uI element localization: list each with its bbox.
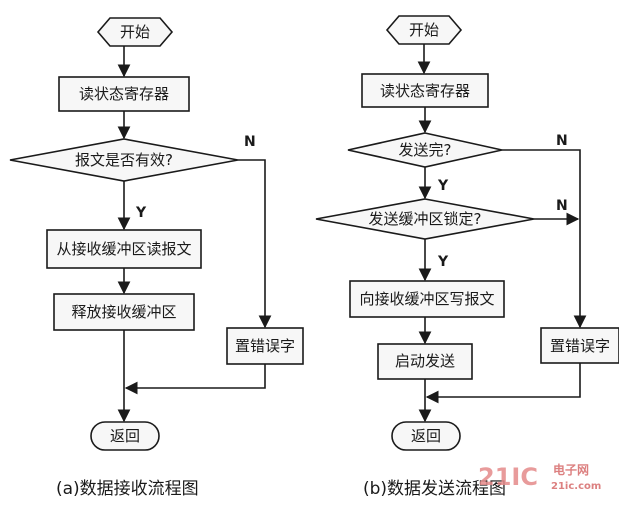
receive-decision-valid: 报文是否有效?	[9, 138, 239, 182]
send-start-send-box: 启动发送	[377, 343, 473, 380]
receive-release-buffer-box: 释放接收缓冲区	[53, 293, 195, 331]
receive-set-error-box: 置错误字	[226, 327, 304, 365]
send-decision-done: 发送完?	[347, 132, 503, 168]
receive-start-label: 开始	[120, 23, 150, 41]
arrow-send-done-no	[502, 149, 587, 329]
send-decision-locked: 发送缓冲区锁定?	[315, 198, 535, 240]
receive-flowchart: 开始 读状态寄存器 报文是否有效? N Y 从接收缓冲区读报文 释放接收缓冲区	[9, 17, 304, 451]
watermark-logo-cn: 电子网	[553, 462, 589, 477]
receive-release-buffer-label: 释放接收缓冲区	[71, 303, 176, 321]
send-start-send-label: 启动发送	[395, 352, 455, 370]
send-branch-yes-2-label: Y	[437, 254, 449, 270]
watermark-logo-url: 21ic.com	[551, 481, 601, 492]
watermark-logo-number: 21IC	[478, 463, 538, 491]
receive-return-label: 返回	[110, 427, 140, 445]
arrow-error-to-merge	[124, 364, 266, 395]
send-flowchart: 开始 读状态寄存器 发送完? N Y 发送缓冲区锁定? N Y	[315, 15, 619, 451]
arrow-decision-no	[238, 159, 272, 329]
send-return-label: 返回	[411, 427, 441, 445]
send-decision-locked-label: 发送缓冲区锁定?	[369, 210, 482, 228]
receive-decision-valid-label: 报文是否有效?	[75, 151, 173, 169]
send-start-node: 开始	[385, 15, 463, 45]
send-write-buffer-label: 向接收缓冲区写报文	[359, 290, 494, 308]
send-write-buffer-box: 向接收缓冲区写报文	[349, 280, 505, 318]
receive-read-status-box: 读状态寄存器	[58, 76, 190, 112]
receive-set-error-label: 置错误字	[235, 337, 295, 355]
send-set-error-label: 置错误字	[550, 337, 610, 355]
send-read-status-label: 读状态寄存器	[380, 82, 470, 100]
receive-branch-no-label: N	[244, 134, 256, 150]
receive-branch-yes-label: Y	[135, 205, 147, 221]
receive-start-node: 开始	[96, 17, 174, 47]
send-caption: (b)数据发送流程图	[363, 479, 506, 499]
receive-read-status-label: 读状态寄存器	[79, 85, 169, 103]
send-return-node: 返回	[391, 421, 461, 451]
receive-read-buffer-label: 从接收缓冲区读报文	[56, 240, 191, 258]
send-read-status-box: 读状态寄存器	[361, 73, 489, 108]
send-set-error-box: 置错误字	[540, 327, 619, 364]
arrow-send-error-to-merge	[425, 363, 581, 404]
send-decision-done-label: 发送完?	[399, 141, 452, 159]
receive-return-node: 返回	[90, 421, 160, 451]
send-branch-yes-1-label: Y	[437, 178, 449, 194]
receive-caption: (a)数据接收流程图	[56, 479, 199, 499]
watermark-logo: 21IC 电子网 21ic.com	[478, 462, 601, 492]
send-branch-no-2-label: N	[556, 198, 568, 214]
send-branch-no-1-label: N	[556, 133, 568, 149]
send-start-label: 开始	[409, 21, 439, 39]
receive-read-buffer-box: 从接收缓冲区读报文	[46, 229, 202, 269]
